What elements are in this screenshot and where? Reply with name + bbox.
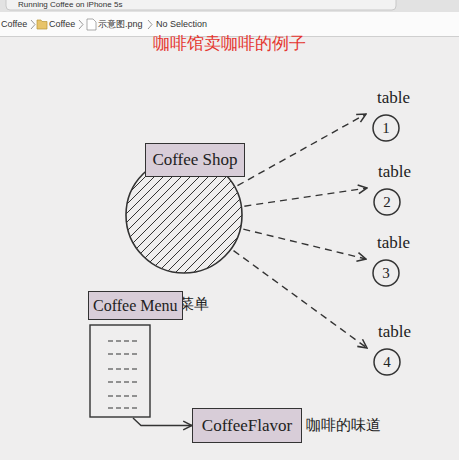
annotation: 菜单 <box>179 296 209 313</box>
table-number: 3 <box>382 265 390 282</box>
table-node: table 3 <box>368 233 418 289</box>
connector-arrow <box>133 418 192 426</box>
table-node: table 2 <box>369 162 419 218</box>
breadcrumb-item: Coffee <box>49 19 75 29</box>
chevron <box>31 20 35 29</box>
table-label: table <box>377 88 410 108</box>
table-node: table 4 <box>369 322 419 378</box>
menu-line <box>108 340 138 341</box>
connector-arrow <box>237 114 366 186</box>
breadcrumb-item: No Selection <box>156 19 207 29</box>
table-label: table <box>378 322 411 342</box>
menu-line <box>108 368 138 369</box>
name-box: Coffee Menu <box>88 291 183 320</box>
flavor-box: CoffeeFlavor <box>192 408 302 443</box>
menu-line <box>108 353 138 354</box>
file-icon <box>87 19 96 30</box>
folder-icon <box>37 20 47 29</box>
connector-arrow <box>243 229 366 259</box>
breadcrumb-bar <box>0 12 459 36</box>
chevron <box>79 20 83 29</box>
menu-line <box>108 381 138 382</box>
hatching <box>125 143 243 274</box>
circle-outline <box>374 349 400 375</box>
circle-outline <box>373 260 399 286</box>
node-title: Coffee Shop <box>152 150 237 170</box>
connector-arrow <box>244 188 367 206</box>
number-holder: 4 <box>374 349 400 375</box>
hatch-line <box>125 143 242 274</box>
table-number: 4 <box>383 354 391 371</box>
name-box: Coffee Shop <box>145 143 244 177</box>
window-title: Running Coffee on iPhone 5s <box>18 0 122 9</box>
table-label: table <box>378 162 411 182</box>
connector-arrow <box>234 251 367 348</box>
menu-line <box>108 407 138 408</box>
circle-outline <box>374 189 400 215</box>
menu-line <box>108 395 138 396</box>
number-holder: 3 <box>373 260 399 286</box>
breadcrumb-item: 示意图.png <box>98 19 143 29</box>
hatch-line <box>147 143 243 274</box>
number-holder: 2 <box>374 189 400 215</box>
table-number: 2 <box>383 194 391 211</box>
table-number: 1 <box>382 120 390 137</box>
menu-node: Coffee Menu <box>88 291 175 418</box>
table-node: table 1 <box>368 88 418 144</box>
status-box <box>6 0 396 10</box>
sheet-outline <box>90 325 150 417</box>
title: 咖啡馆卖咖啡的例子 <box>0 34 459 54</box>
node-title: Coffee Menu <box>93 297 178 315</box>
annotation: 咖啡的味道 <box>306 417 381 434</box>
circle-outline <box>373 115 399 141</box>
number-holder: 1 <box>373 115 399 141</box>
shop-circle: Coffee Shop <box>125 143 243 274</box>
breadcrumb-item: Coffee <box>1 19 27 29</box>
node-title: CoffeeFlavor <box>202 416 292 436</box>
chevron <box>148 20 152 29</box>
table-label: table <box>377 233 410 253</box>
